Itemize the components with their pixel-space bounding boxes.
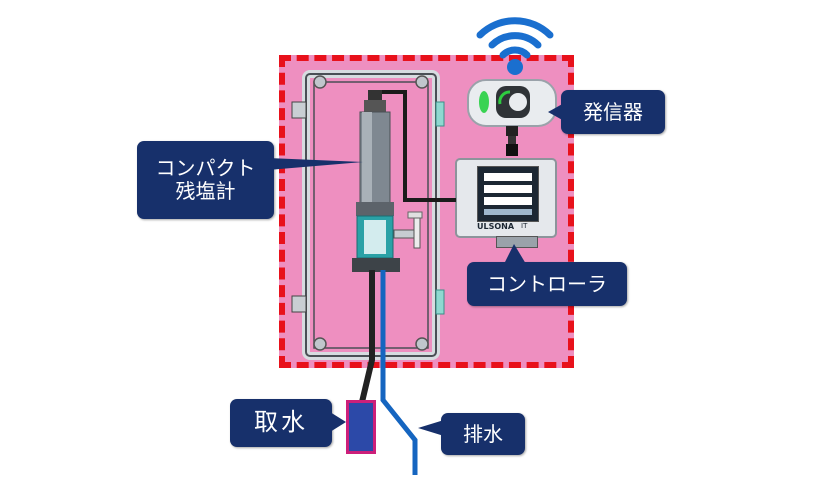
label-controller: コントローラ — [467, 262, 627, 306]
compact-chlorine-meter — [352, 90, 450, 272]
label-compact-meter-line2: 残塩計 — [175, 179, 236, 203]
label-drain-text: 排水 — [463, 421, 503, 446]
controller-brand: ULSONA — [477, 222, 515, 231]
label-intake: 取水 — [230, 399, 332, 447]
controller-connector — [496, 236, 538, 248]
intake-box — [346, 400, 376, 454]
pointer-drain — [418, 420, 444, 436]
label-drain: 排水 — [441, 413, 525, 455]
label-compact-meter: コンパクト 残塩計 — [137, 141, 274, 219]
controller-model: IT — [521, 222, 528, 230]
controller-display — [477, 166, 539, 222]
intake-pipe — [359, 270, 375, 403]
drain-pipe — [380, 270, 418, 475]
controller-device: ULSONA IT — [455, 158, 557, 238]
label-controller-text: コントローラ — [487, 271, 607, 296]
label-transmitter: 発信器 — [561, 90, 665, 134]
signal-cable — [430, 198, 456, 202]
label-compact-meter-line1: コンパクト — [155, 156, 256, 180]
pointer-transmitter — [548, 102, 566, 122]
label-transmitter-text: 発信器 — [583, 99, 643, 124]
wifi-icon — [476, 17, 554, 75]
pointer-compact-meter — [268, 158, 363, 170]
label-intake-text: 取水 — [254, 408, 308, 437]
pointer-controller — [504, 244, 526, 264]
transmitter-device — [467, 79, 557, 156]
pointer-intake — [330, 412, 346, 432]
